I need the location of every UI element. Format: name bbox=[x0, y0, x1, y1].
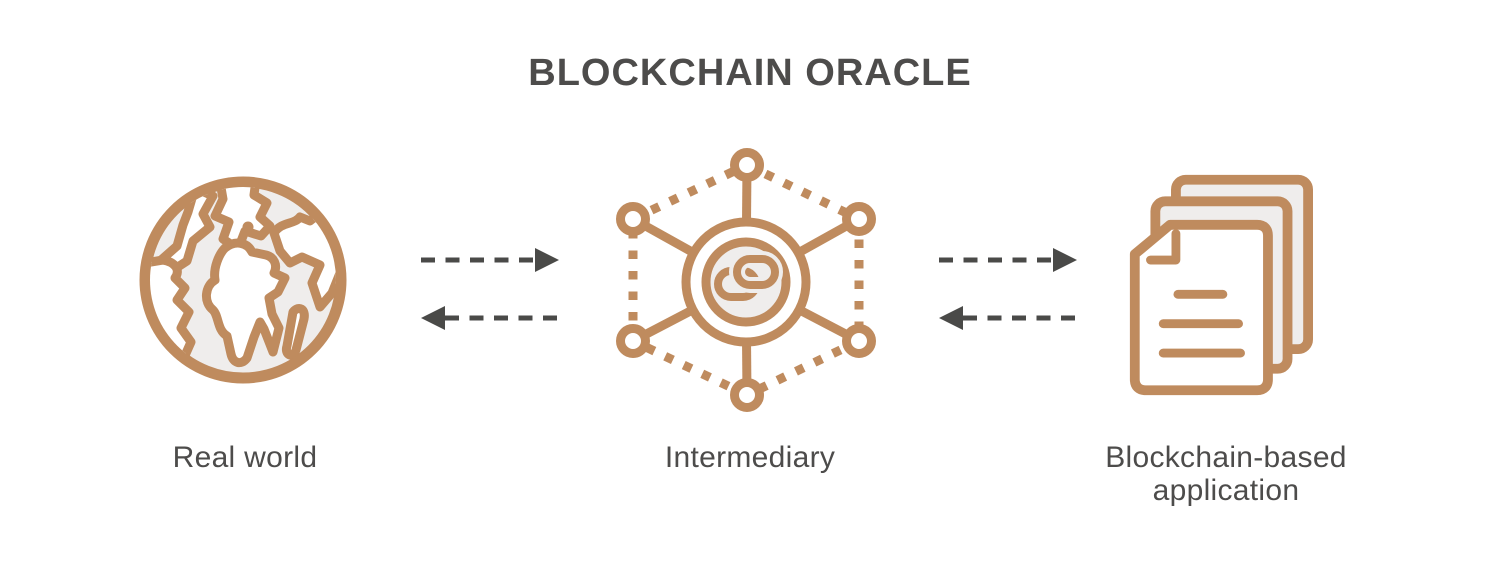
node-label-intermediary: Intermediary bbox=[664, 441, 836, 474]
arrow-right-icon bbox=[939, 248, 1077, 272]
arrow-right-icon bbox=[421, 248, 559, 272]
network-dotted-edges bbox=[628, 160, 864, 400]
arrow-left-icon bbox=[939, 306, 1077, 330]
arrow-left-icon bbox=[421, 306, 559, 330]
page-title: BLOCKCHAIN ORACLE bbox=[528, 52, 972, 94]
node-label-blockchain-application: Blockchain-based application bbox=[1105, 441, 1347, 507]
network-chain-icon bbox=[616, 148, 876, 412]
documents-icon bbox=[1129, 174, 1313, 396]
node-label-real-world: Real world bbox=[172, 441, 318, 474]
globe-icon bbox=[139, 176, 347, 384]
network-nodes bbox=[616, 148, 876, 412]
page-front bbox=[1129, 219, 1273, 396]
fold-corner-mark bbox=[1146, 229, 1181, 265]
chain-link-icon bbox=[714, 251, 783, 301]
globe-island-dot bbox=[242, 221, 254, 233]
page-content-lines bbox=[1146, 229, 1245, 358]
